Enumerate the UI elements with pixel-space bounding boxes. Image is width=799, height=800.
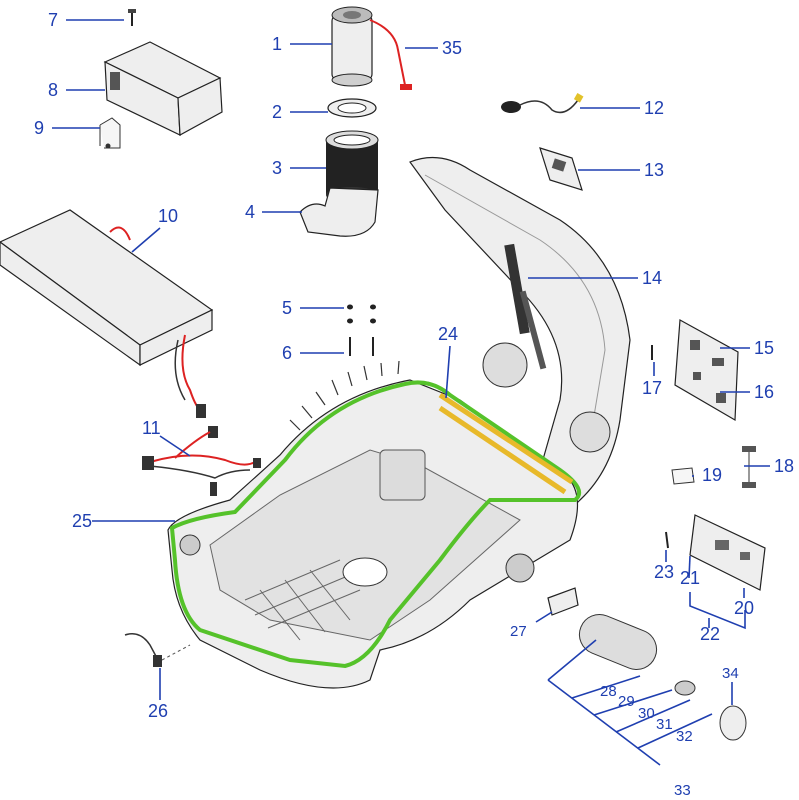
callout-29: 29 [618,693,635,710]
callout-27: 27 [510,623,527,640]
callout-9: 9 [34,118,44,138]
part-25-seal-highlight [169,380,581,669]
callout-11: 11 [142,418,161,438]
leader-lines [52,19,770,766]
part-4-housing [299,187,379,237]
part-9-bracket [99,117,121,149]
callout-7: 7 [48,10,58,30]
callout-10: 10 [158,206,178,226]
part-1-motor [331,6,373,87]
part-7-screw [128,9,136,26]
callout-5: 5 [282,298,292,318]
part-20-21-board [689,514,766,591]
callout-22: 22 [700,624,720,644]
part-6-screws [349,337,374,356]
part-34-end-cap [719,705,747,741]
part-10-battery-box [0,209,214,411]
part-12-sensor [501,93,584,114]
callout-3: 3 [272,158,282,178]
callout-18: 18 [774,456,794,476]
callout-8: 8 [48,80,58,100]
part-5-nuts [347,304,376,324]
part-11-wire-harness [142,404,261,496]
callout-31: 31 [656,716,673,733]
callout-20: 20 [734,598,754,618]
callout-21: 21 [680,568,700,588]
part-15-16-control-board [674,319,739,422]
part-8-enclosure-box [103,41,223,136]
callout-24: 24 [438,324,458,344]
part-26-sensor [124,633,191,667]
callout-14: 14 [642,268,662,288]
callout-13: 13 [644,160,664,180]
part-30-bushing [674,680,696,696]
callout-2: 2 [272,102,282,122]
callout-16: 16 [754,382,774,402]
part-13-bracket-board [539,147,583,191]
callout-28: 28 [600,683,617,700]
part-35-motor-wire [369,19,412,90]
callout-4: 4 [245,202,255,222]
callout-30: 30 [638,705,655,722]
callout-12: 12 [644,98,664,118]
callout-35: 35 [442,38,462,58]
callout-25: 25 [72,511,92,531]
callout-6: 6 [282,343,292,363]
part-23-screw [665,531,669,549]
part-2-gasket-ring [327,98,377,118]
callout-32: 32 [676,728,693,745]
callout-34: 34 [722,665,739,682]
callout-numbers: 7 8 9 1 35 2 3 4 10 5 6 11 12 13 14 24 2… [34,10,794,799]
callout-1: 1 [272,34,282,54]
callout-23: 23 [654,562,674,582]
part-28-roller [578,614,658,670]
callout-17: 17 [642,378,662,398]
part-19-plate [671,467,695,485]
part-18-connector [742,446,756,488]
callout-33: 33 [674,782,691,799]
callout-26: 26 [148,701,168,721]
main-chassis [167,156,631,689]
part-24-rail-highlight [438,392,574,495]
callout-15: 15 [754,338,774,358]
callout-19: 19 [702,465,722,485]
part-27-clip [547,587,579,616]
